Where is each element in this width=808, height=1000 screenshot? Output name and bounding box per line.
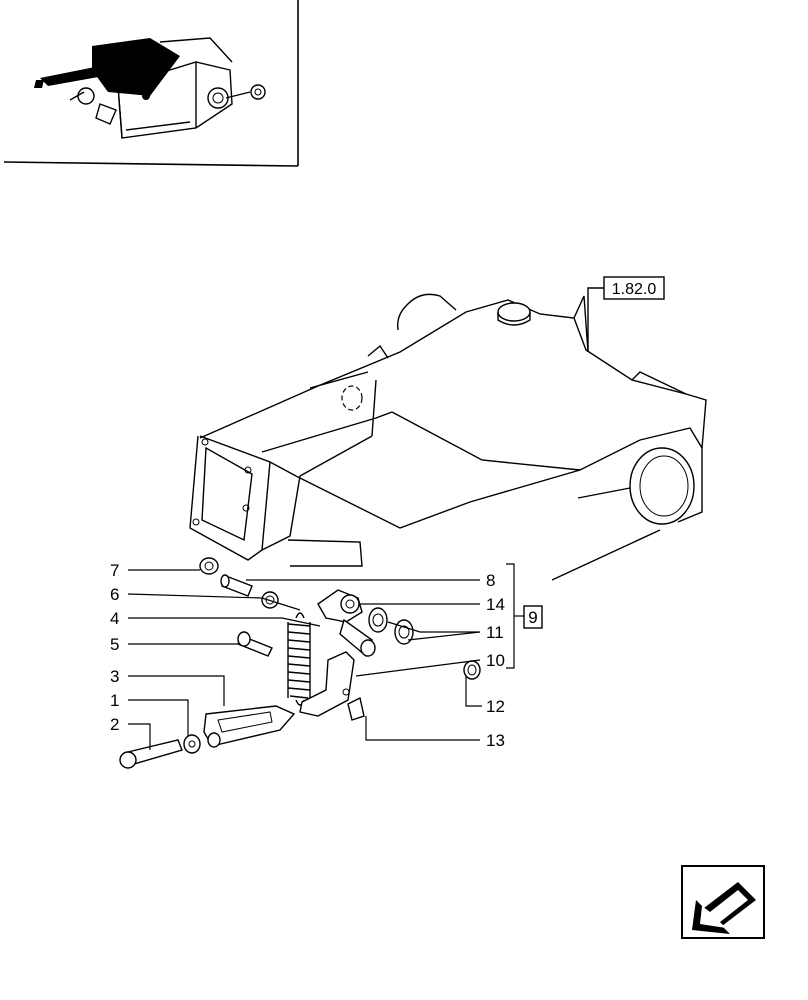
previous-page-arrow-icon[interactable] — [681, 865, 765, 939]
callout-1: 1 — [110, 691, 119, 710]
callout-4: 4 — [110, 609, 119, 628]
callout-12: 12 — [486, 697, 505, 716]
spring-part — [287, 612, 311, 706]
callout-2: 2 — [110, 715, 119, 734]
roller-part — [394, 619, 414, 645]
hydraulic-lift-housing-thumbnail-icon — [34, 37, 266, 139]
callout-labels: 7 6 4 5 3 1 2 8 14 11 10 12 13 — [110, 561, 505, 750]
thumbnail-frame — [3, 0, 299, 167]
callout-14: 14 — [486, 595, 505, 614]
callout-7: 7 — [110, 561, 119, 580]
callout-13: 13 — [486, 731, 505, 750]
group-reference-box — [523, 605, 543, 629]
callout-5: 5 — [110, 635, 119, 654]
fork-part — [203, 705, 296, 747]
housing-reference: 1.82.0 — [587, 276, 665, 352]
lift-housing — [189, 293, 707, 581]
seal-ring-part — [199, 557, 219, 575]
callout-11: 11 — [486, 623, 504, 642]
clip-part — [347, 696, 365, 721]
group-reference-label: 9 — [528, 608, 537, 627]
callout-6: 6 — [110, 585, 119, 604]
roller-part — [368, 607, 388, 633]
housing-reference-label: 1.82.0 — [612, 281, 657, 298]
callout-8: 8 — [486, 571, 495, 590]
nut-part — [183, 734, 201, 754]
bracket-part — [299, 651, 355, 717]
leader-lines — [127, 563, 524, 750]
parts — [119, 557, 481, 769]
callout-10: 10 — [486, 651, 505, 670]
callout-3: 3 — [110, 667, 119, 686]
